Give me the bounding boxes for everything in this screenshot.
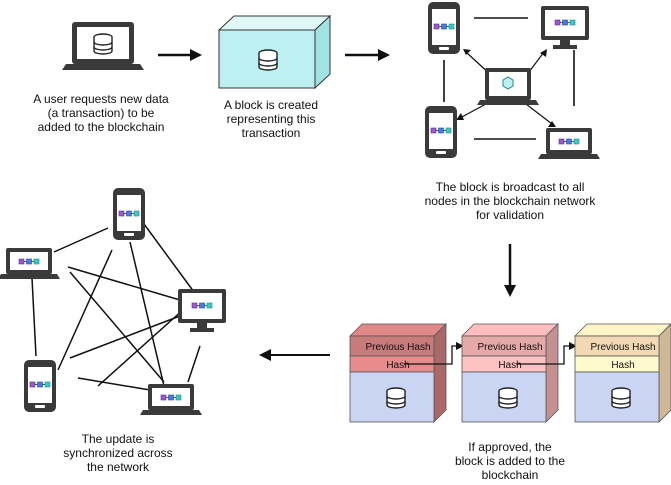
user-laptop-icon [62, 22, 144, 70]
step-3-caption: The block is broadcast to all nodes in t… [424, 180, 596, 222]
hash-label: Hash [386, 360, 409, 371]
phone-icon-top-left [428, 2, 460, 54]
step-1-caption: A user requests new data (a transaction)… [33, 92, 169, 134]
hash-label: Hash [498, 360, 521, 371]
step-5-caption: The update is synchronized across the ne… [63, 432, 173, 474]
arrow-3-head [504, 285, 516, 297]
new-block-icon [217, 14, 332, 90]
step-4-caption: If approved, the block is added to the b… [454, 440, 566, 482]
hash-label: Hash [611, 360, 634, 371]
database-icon [611, 387, 631, 409]
database-icon [498, 387, 518, 409]
phone-icon-bottom-left [425, 106, 457, 158]
hash-link-arrowhead [569, 342, 577, 350]
arrow-2-head [378, 49, 390, 61]
center-laptop-icon [477, 68, 539, 105]
database-icon [386, 387, 406, 409]
broadcast-network [443, 17, 575, 140]
sync-network [31, 223, 201, 391]
monitor-icon-top-right [541, 6, 589, 49]
laptop-icon-bottom-right [538, 128, 600, 159]
phone-icon-sync-top [113, 188, 145, 240]
phone-icon-sync-bottom [24, 360, 56, 412]
monitor-icon-sync-right [178, 289, 226, 332]
previous-hash-label: Previous Hash [477, 342, 542, 353]
step-2-caption: A block is created representing this tra… [223, 98, 319, 140]
hash-link-arrowhead [456, 342, 464, 350]
previous-hash-label: Previous Hash [590, 342, 655, 353]
arrow-4-head [259, 349, 271, 361]
laptop-icon-sync-left [0, 248, 60, 279]
hash-link-arrow [516, 345, 569, 365]
arrow-1-head [190, 49, 202, 61]
previous-hash-label: Previous Hash [365, 342, 430, 353]
laptop-icon-sync-bottom [140, 384, 202, 415]
hash-link-arrow [404, 345, 456, 365]
